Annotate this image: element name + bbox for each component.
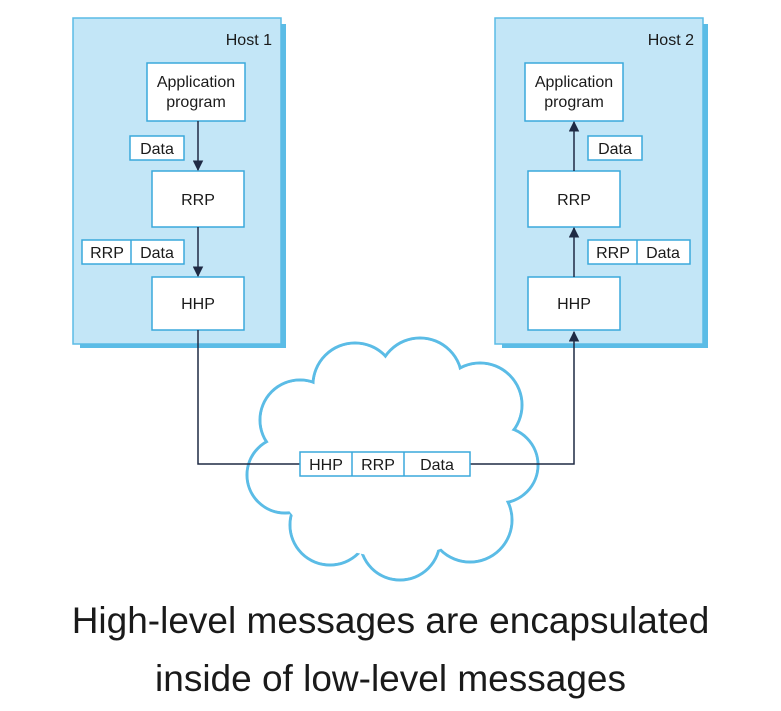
host-2-rrp-header: RRP: [596, 245, 630, 262]
host-1-hhp-box: HHP: [151, 276, 245, 331]
host-1-data-label: Data: [140, 141, 174, 158]
host-2-data-label: Data: [598, 141, 632, 158]
host-1-rrp-header: RRP: [90, 245, 124, 262]
packet-rrp-label: RRP: [361, 457, 395, 474]
host-1-app-label-2: program: [166, 94, 226, 111]
host-2-rrp-label: RRP: [557, 192, 591, 209]
network-packet: HHP RRP Data: [299, 451, 471, 477]
host-1: Host 1 Application program Data RRP RRP …: [72, 17, 286, 348]
host-2-title: Host 2: [648, 32, 694, 49]
host-1-hhp-label: HHP: [181, 296, 215, 313]
host-1-rrp-data-tag: RRP Data: [81, 239, 185, 265]
host-1-rrp-label: RRP: [181, 192, 215, 209]
host-1-rrp-data: Data: [140, 245, 174, 262]
host-2-rrp-data: Data: [646, 245, 680, 262]
host-2-rrp-data-tag: RRP Data: [587, 239, 691, 265]
packet-hhp-label: HHP: [309, 457, 343, 474]
host-2-app-label-2: program: [544, 94, 604, 111]
host-1-application-box: Application program: [146, 62, 246, 122]
host-2-hhp-box: HHP: [527, 276, 621, 331]
link-network-to-host2: [470, 330, 580, 465]
caption-line-1: High-level messages are encapsulated: [71, 600, 710, 641]
link-host1-to-network: [197, 330, 300, 465]
host-1-title: Host 1: [226, 32, 272, 49]
host-1-rrp-box: RRP: [151, 170, 245, 228]
host-2-app-label-1: Application: [535, 74, 613, 91]
host-2-data-tag: Data: [587, 135, 643, 161]
host-2: Host 2 Application program Data RRP RRP …: [494, 17, 708, 348]
host-2-application-box: Application program: [524, 62, 624, 122]
host-2-hhp-label: HHP: [557, 296, 591, 313]
host-1-data-tag: Data: [129, 135, 185, 161]
host-2-rrp-box: RRP: [527, 170, 621, 228]
caption-line-2: inside of low-level messages: [155, 658, 626, 699]
host-1-app-label-1: Application: [157, 74, 235, 91]
packet-data-label: Data: [420, 457, 454, 474]
